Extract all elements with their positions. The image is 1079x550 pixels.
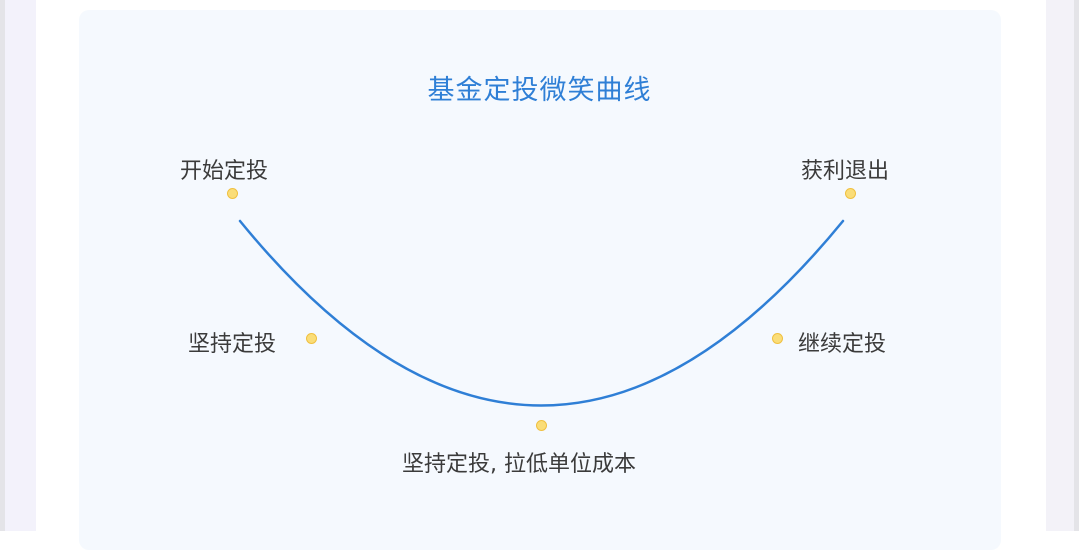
- milestone-dot-exit-icon: [845, 188, 856, 199]
- left-gutter: [5, 0, 36, 531]
- window-edge-left: [0, 0, 5, 531]
- milestone-dot-continue-icon: [772, 333, 783, 344]
- diagram-card: [79, 10, 1001, 550]
- label-exit: 获利退出: [801, 159, 890, 184]
- smile-curve: [238, 219, 845, 407]
- milestone-dot-persist-left-icon: [306, 333, 317, 344]
- milestone-dot-start-icon: [227, 188, 238, 199]
- label-start: 开始定投: [180, 159, 269, 184]
- label-continue: 继续定投: [798, 332, 887, 357]
- diagram-title: 基金定投微笑曲线: [427, 75, 652, 106]
- label-bottom: 坚持定投, 拉低单位成本: [402, 452, 636, 477]
- label-persist-left: 坚持定投: [188, 332, 277, 357]
- milestone-dot-bottom-icon: [536, 420, 547, 431]
- window-edge-right: [1074, 0, 1079, 531]
- right-gutter: [1046, 0, 1074, 531]
